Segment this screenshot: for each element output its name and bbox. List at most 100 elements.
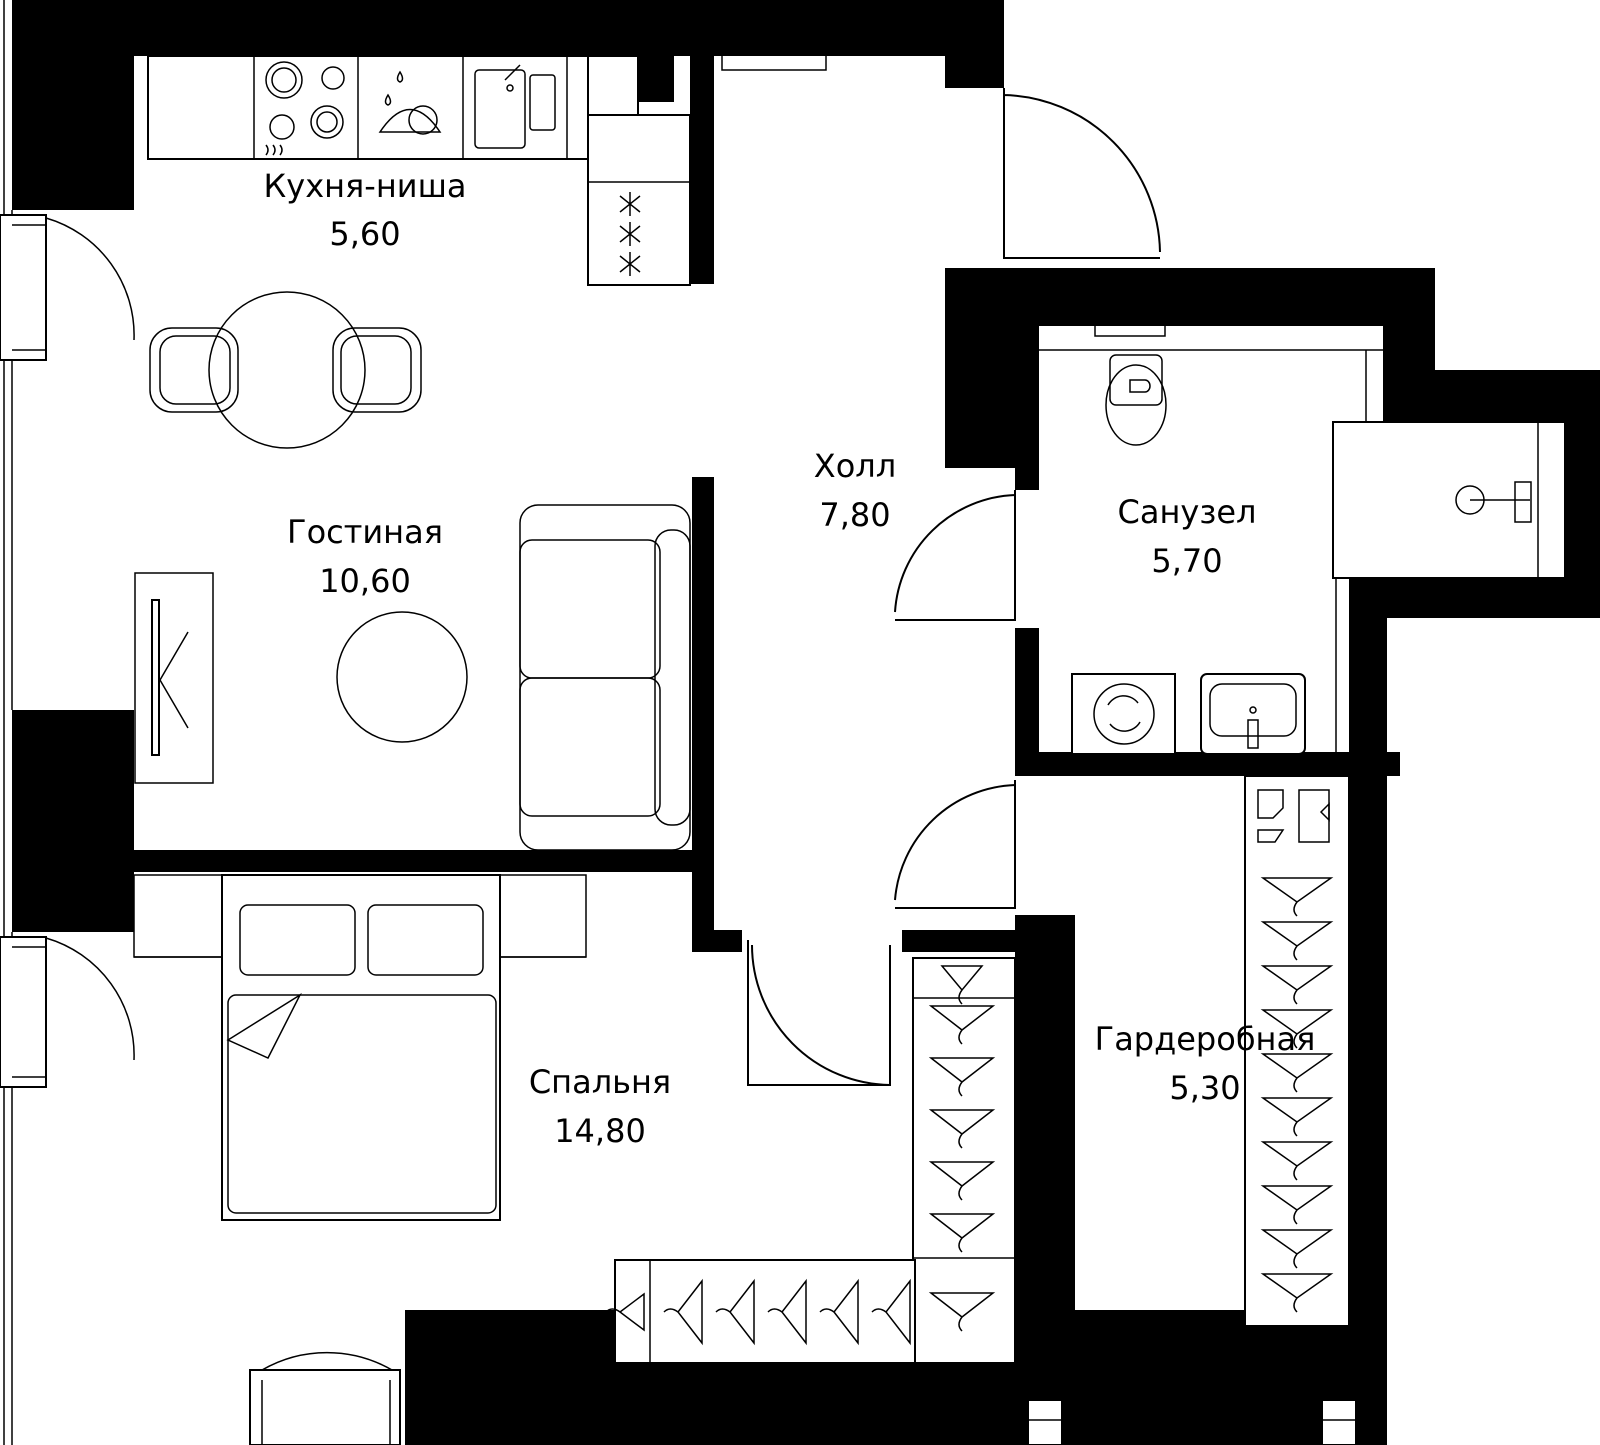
walls [12,0,1600,1445]
wall-shower-right [1565,370,1600,618]
hanger-icon [767,1278,807,1346]
window-bottom [249,1369,401,1445]
hanger-icon [1260,1053,1334,1093]
kitchen-furniture [147,55,827,286]
bedroom-furniture [133,874,587,1221]
room-area-bathroom: 5,70 [1151,542,1222,580]
room-name-kitchen: Кухня-ниша [264,167,467,205]
hanger-icon [1260,1097,1334,1137]
hanger-icon [928,1005,996,1045]
shower [1332,421,1566,579]
wall-top-left [12,0,134,210]
tv [151,599,160,756]
room-name-hall: Холл [814,447,896,485]
wall-bath-bottom [1015,752,1400,776]
hanger-icon [940,965,984,1005]
bathroom-fixtures [1039,326,1566,755]
hanger-icon [1260,1185,1334,1225]
hanger-icon [663,1278,703,1346]
hanger-icon [928,1213,996,1253]
wall-shower-top [1383,370,1600,422]
hanger-icon [928,1161,996,1201]
wall-right-column [1349,578,1387,1428]
living-furniture [134,504,691,851]
sofa [519,504,691,851]
shoes-icon [1257,789,1330,843]
hanger-icon [1260,1009,1334,1049]
door-kitchen-balcony [45,217,135,341]
door-wardrobe [894,780,1016,909]
hanger-icon [1260,877,1334,917]
wall-wardrobe-top-stub [902,930,1015,952]
sink-icon [474,64,556,149]
room-name-wardrobe: Гардеробная [1095,1020,1316,1058]
room-area-kitchen: 5,60 [329,215,400,253]
wall-hall-left-foot [692,930,742,952]
wall-bath-top [945,268,1435,326]
wall-bath-left-upper [945,326,1039,468]
cooker-hood [721,56,827,71]
hanger-icon [715,1278,755,1346]
wall-bottom-block-2 [620,1363,1015,1373]
room-area-wardrobe: 5,30 [1169,1069,1240,1107]
bedside-left [133,874,223,958]
fridge [587,114,691,286]
window-bedroom [0,936,47,1088]
tv-stand [134,572,214,784]
room-name-bedroom: Спальня [529,1063,671,1101]
wall-kitchen-right [690,56,714,284]
washing-machine-icon [1071,673,1176,755]
door-entrance [1003,88,1161,259]
hanger-icon [928,1292,996,1332]
wall-living-bottom [134,850,694,872]
dishwasher-icon [378,70,442,135]
bed [221,874,501,1221]
wardrobe-room-rack [1244,775,1350,1327]
chair-right [332,327,422,413]
hanger-icon [819,1278,859,1346]
room-name-bathroom: Санузел [1118,493,1257,531]
hanger-icon [1260,1229,1334,1269]
room-area-bedroom: 14,80 [554,1112,646,1150]
door-bedroom [747,940,891,1086]
door-bathroom [894,490,1016,621]
wall-left-mid [12,710,134,932]
hanger-icon [605,1292,645,1332]
vent-bottom-1 [1027,1399,1063,1445]
coffee-table [336,611,468,743]
hanger-icon [1260,965,1334,1005]
bedroom-closet [605,957,1016,1364]
wall-bottom [405,1370,1387,1445]
wall-bottom-block [405,1310,620,1370]
wall-top [134,0,1004,56]
room-labels: Кухня-ниша 5,60 Гостиная 10,60 Холл 7,80… [264,167,1316,1150]
toilet-icon [1105,354,1167,446]
wall-shower-bottom [1349,578,1600,618]
wall-top-right-pillar [945,56,1004,88]
room-name-living: Гостиная [287,513,443,551]
hanger-icon [928,1109,996,1149]
dining-table [208,291,366,449]
kitchen-counter-end [587,55,639,116]
wall-kitchen-column [638,56,674,102]
hanger-icon [871,1278,911,1346]
hanger-icon [928,1057,996,1097]
washbasin-icon [1200,673,1306,755]
windows [0,0,1357,1445]
door-bedroom-balcony [45,937,135,1061]
hanger-icon [1260,921,1334,961]
room-area-living: 10,60 [319,562,411,600]
stove-icon [265,61,345,156]
door-bottom-balcony [261,1351,393,1371]
doors [45,88,1161,1371]
wall-bath-left-lower [1015,628,1039,773]
wall-wardrobe-divider [1015,915,1075,1400]
window-kitchen [0,214,47,361]
bedside-right [499,874,587,958]
kitchen-counter [147,55,589,160]
hanger-icon [1260,1273,1334,1313]
wall-bath-left-stub [1015,468,1039,490]
dining-set [149,291,422,449]
chair-left [149,327,239,413]
